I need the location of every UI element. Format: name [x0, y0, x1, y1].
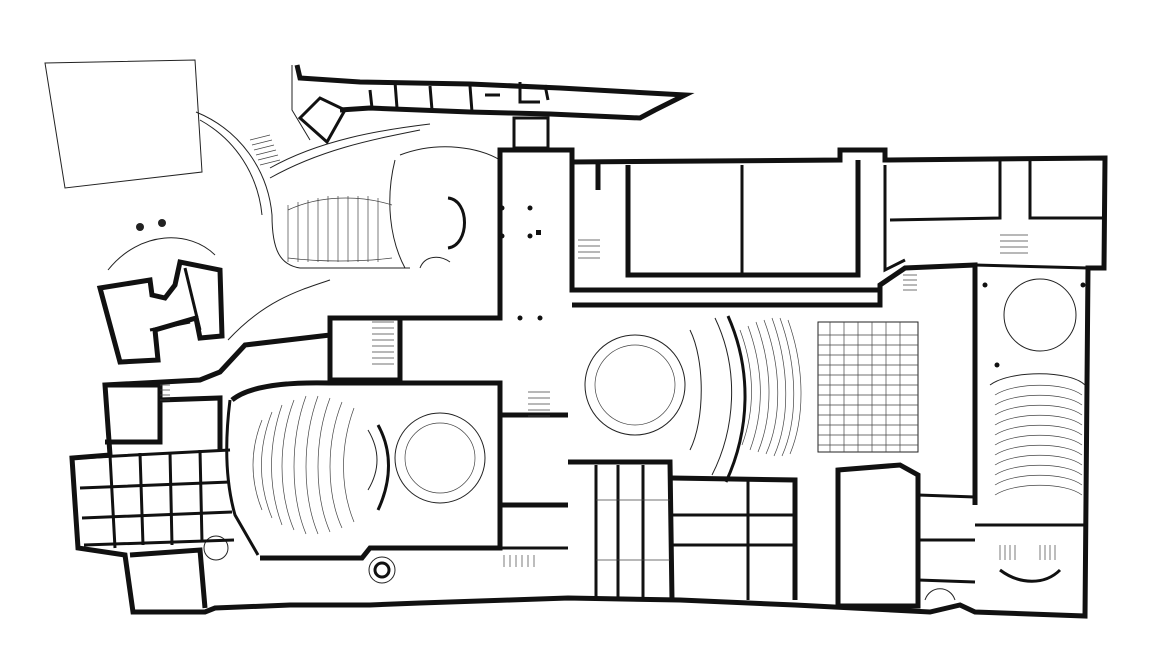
north-annex — [249, 64, 695, 179]
west-theatre — [225, 320, 503, 561]
west-colonnade — [77, 382, 235, 609]
outdoor-amphitheatre — [271, 146, 501, 269]
main-building — [69, 147, 1108, 619]
annex-stair — [249, 134, 281, 166]
east-theatre — [975, 278, 1088, 583]
stairs — [372, 234, 1028, 567]
central-hall — [584, 315, 919, 483]
lower-rooms — [203, 412, 976, 609]
columns — [499, 205, 1086, 368]
west-pavilion — [96, 219, 331, 365]
site-outline — [44, 59, 273, 216]
